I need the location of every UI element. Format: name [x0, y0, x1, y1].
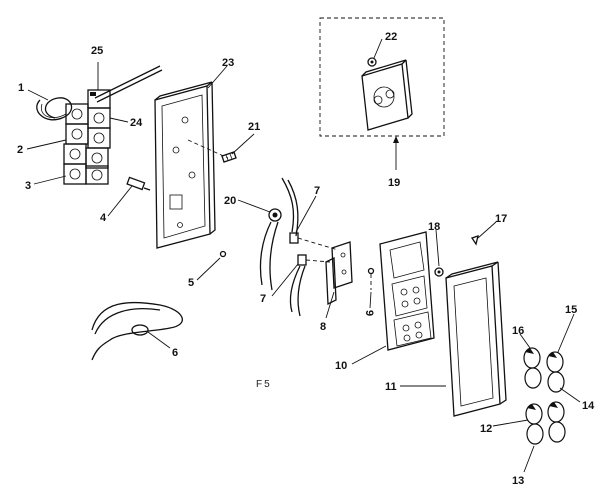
- callout-4: 4: [100, 212, 107, 224]
- mounting-panel: [154, 81, 229, 249]
- callout-16: 16: [512, 325, 524, 337]
- knobs-group: [523, 347, 566, 445]
- callout-23: 23: [222, 57, 234, 69]
- callout-9: 9: [363, 310, 375, 316]
- callout-13: 13: [512, 475, 524, 487]
- callout-22: 22: [385, 31, 397, 43]
- callout-14: 14: [582, 400, 595, 412]
- callout-12: 12: [480, 423, 492, 435]
- callout-10: 10: [335, 360, 347, 372]
- control-plate: [379, 231, 435, 351]
- connector-part: [126, 176, 151, 191]
- callout-3: 3: [25, 180, 31, 192]
- callout-15: 15: [565, 304, 577, 316]
- leader-lines: [26, 38, 581, 473]
- callout-7-upper: 7: [314, 185, 320, 197]
- nut-part: [434, 267, 444, 277]
- callout-24: 24: [130, 117, 143, 129]
- frame-part: [445, 261, 507, 417]
- screw-part: [221, 151, 237, 163]
- callout-1: 1: [18, 82, 24, 94]
- callout-labels: 1 2 3 4 5 6 7 7 8 9 10 11 12 13 14 15 16…: [17, 31, 595, 487]
- figure-caption: F5: [256, 379, 272, 390]
- bracket-part: [325, 241, 353, 306]
- callout-8: 8: [320, 321, 326, 333]
- callout-5: 5: [188, 277, 194, 289]
- detail-inset: [319, 17, 445, 170]
- callout-7-lower: 7: [260, 293, 266, 305]
- screw-part-17: [470, 235, 479, 246]
- callout-17: 17: [495, 213, 507, 225]
- callout-20: 20: [224, 195, 236, 207]
- callout-6: 6: [172, 347, 178, 359]
- callout-2: 2: [17, 144, 23, 156]
- callout-21: 21: [248, 121, 260, 133]
- callout-19: 19: [388, 177, 400, 189]
- small-screw-part: [219, 250, 227, 258]
- switch-stack-assembly: [36, 65, 163, 185]
- wire-harness: [91, 301, 183, 361]
- callout-25: 25: [91, 45, 103, 57]
- post-part: [367, 267, 375, 290]
- callout-11: 11: [385, 381, 397, 393]
- callout-18: 18: [428, 221, 440, 233]
